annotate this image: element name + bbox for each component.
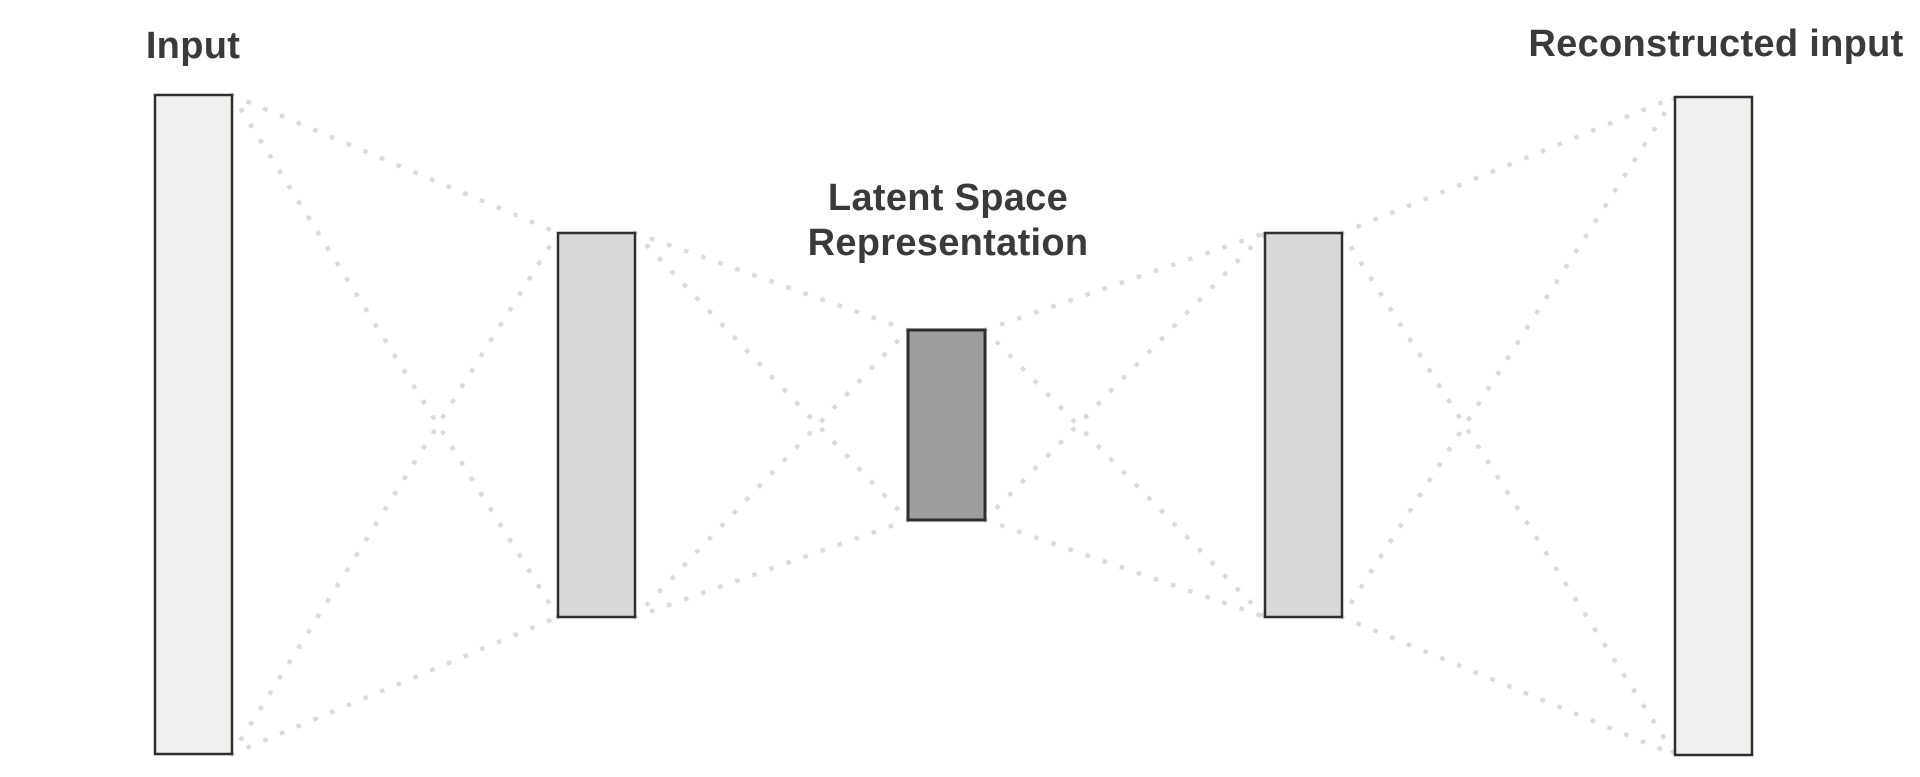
connection-latent-decoder-bottom-top	[981, 229, 1269, 524]
connection-decoder-output-top-bottom	[1338, 229, 1679, 759]
connection-decoder-output-top-top	[1339, 94, 1678, 236]
layers-group	[153, 93, 1754, 757]
latent-layer-rect	[906, 328, 987, 522]
connection-decoder-output-bottom-bottom	[1339, 614, 1678, 758]
connection-encoder-latent-top-top	[632, 230, 911, 333]
reconstructed-input-label: Reconstructed input	[1528, 23, 1904, 65]
latent-space-label-line2: Representation	[807, 221, 1089, 264]
output-layer-rect	[1673, 95, 1754, 757]
connection-input-encoder-bottom-bottom	[229, 614, 561, 757]
decoder-hidden-layer-rect	[1263, 231, 1344, 619]
encoder-hidden-layer-rect	[556, 231, 637, 619]
connection-decoder-output-bottom-top	[1338, 93, 1679, 621]
input-label: Input	[145, 25, 241, 67]
input-layer-rect	[153, 93, 234, 756]
connection-input-encoder-top-bottom	[228, 91, 562, 621]
connection-latent-decoder-top-bottom	[981, 326, 1269, 621]
connection-latent-decoder-bottom-bottom	[982, 517, 1268, 620]
connection-input-encoder-top-top	[229, 92, 561, 236]
latent-space-label: Latent Space Representation	[808, 176, 1089, 266]
latent-space-label-line1: Latent Space	[827, 177, 1069, 219]
connection-input-encoder-bottom-top	[228, 229, 562, 758]
connection-encoder-latent-bottom-bottom	[632, 517, 911, 620]
connection-encoder-latent-top-bottom	[631, 229, 912, 524]
connection-lines-group	[228, 91, 1679, 759]
connection-encoder-latent-bottom-top	[631, 326, 912, 621]
